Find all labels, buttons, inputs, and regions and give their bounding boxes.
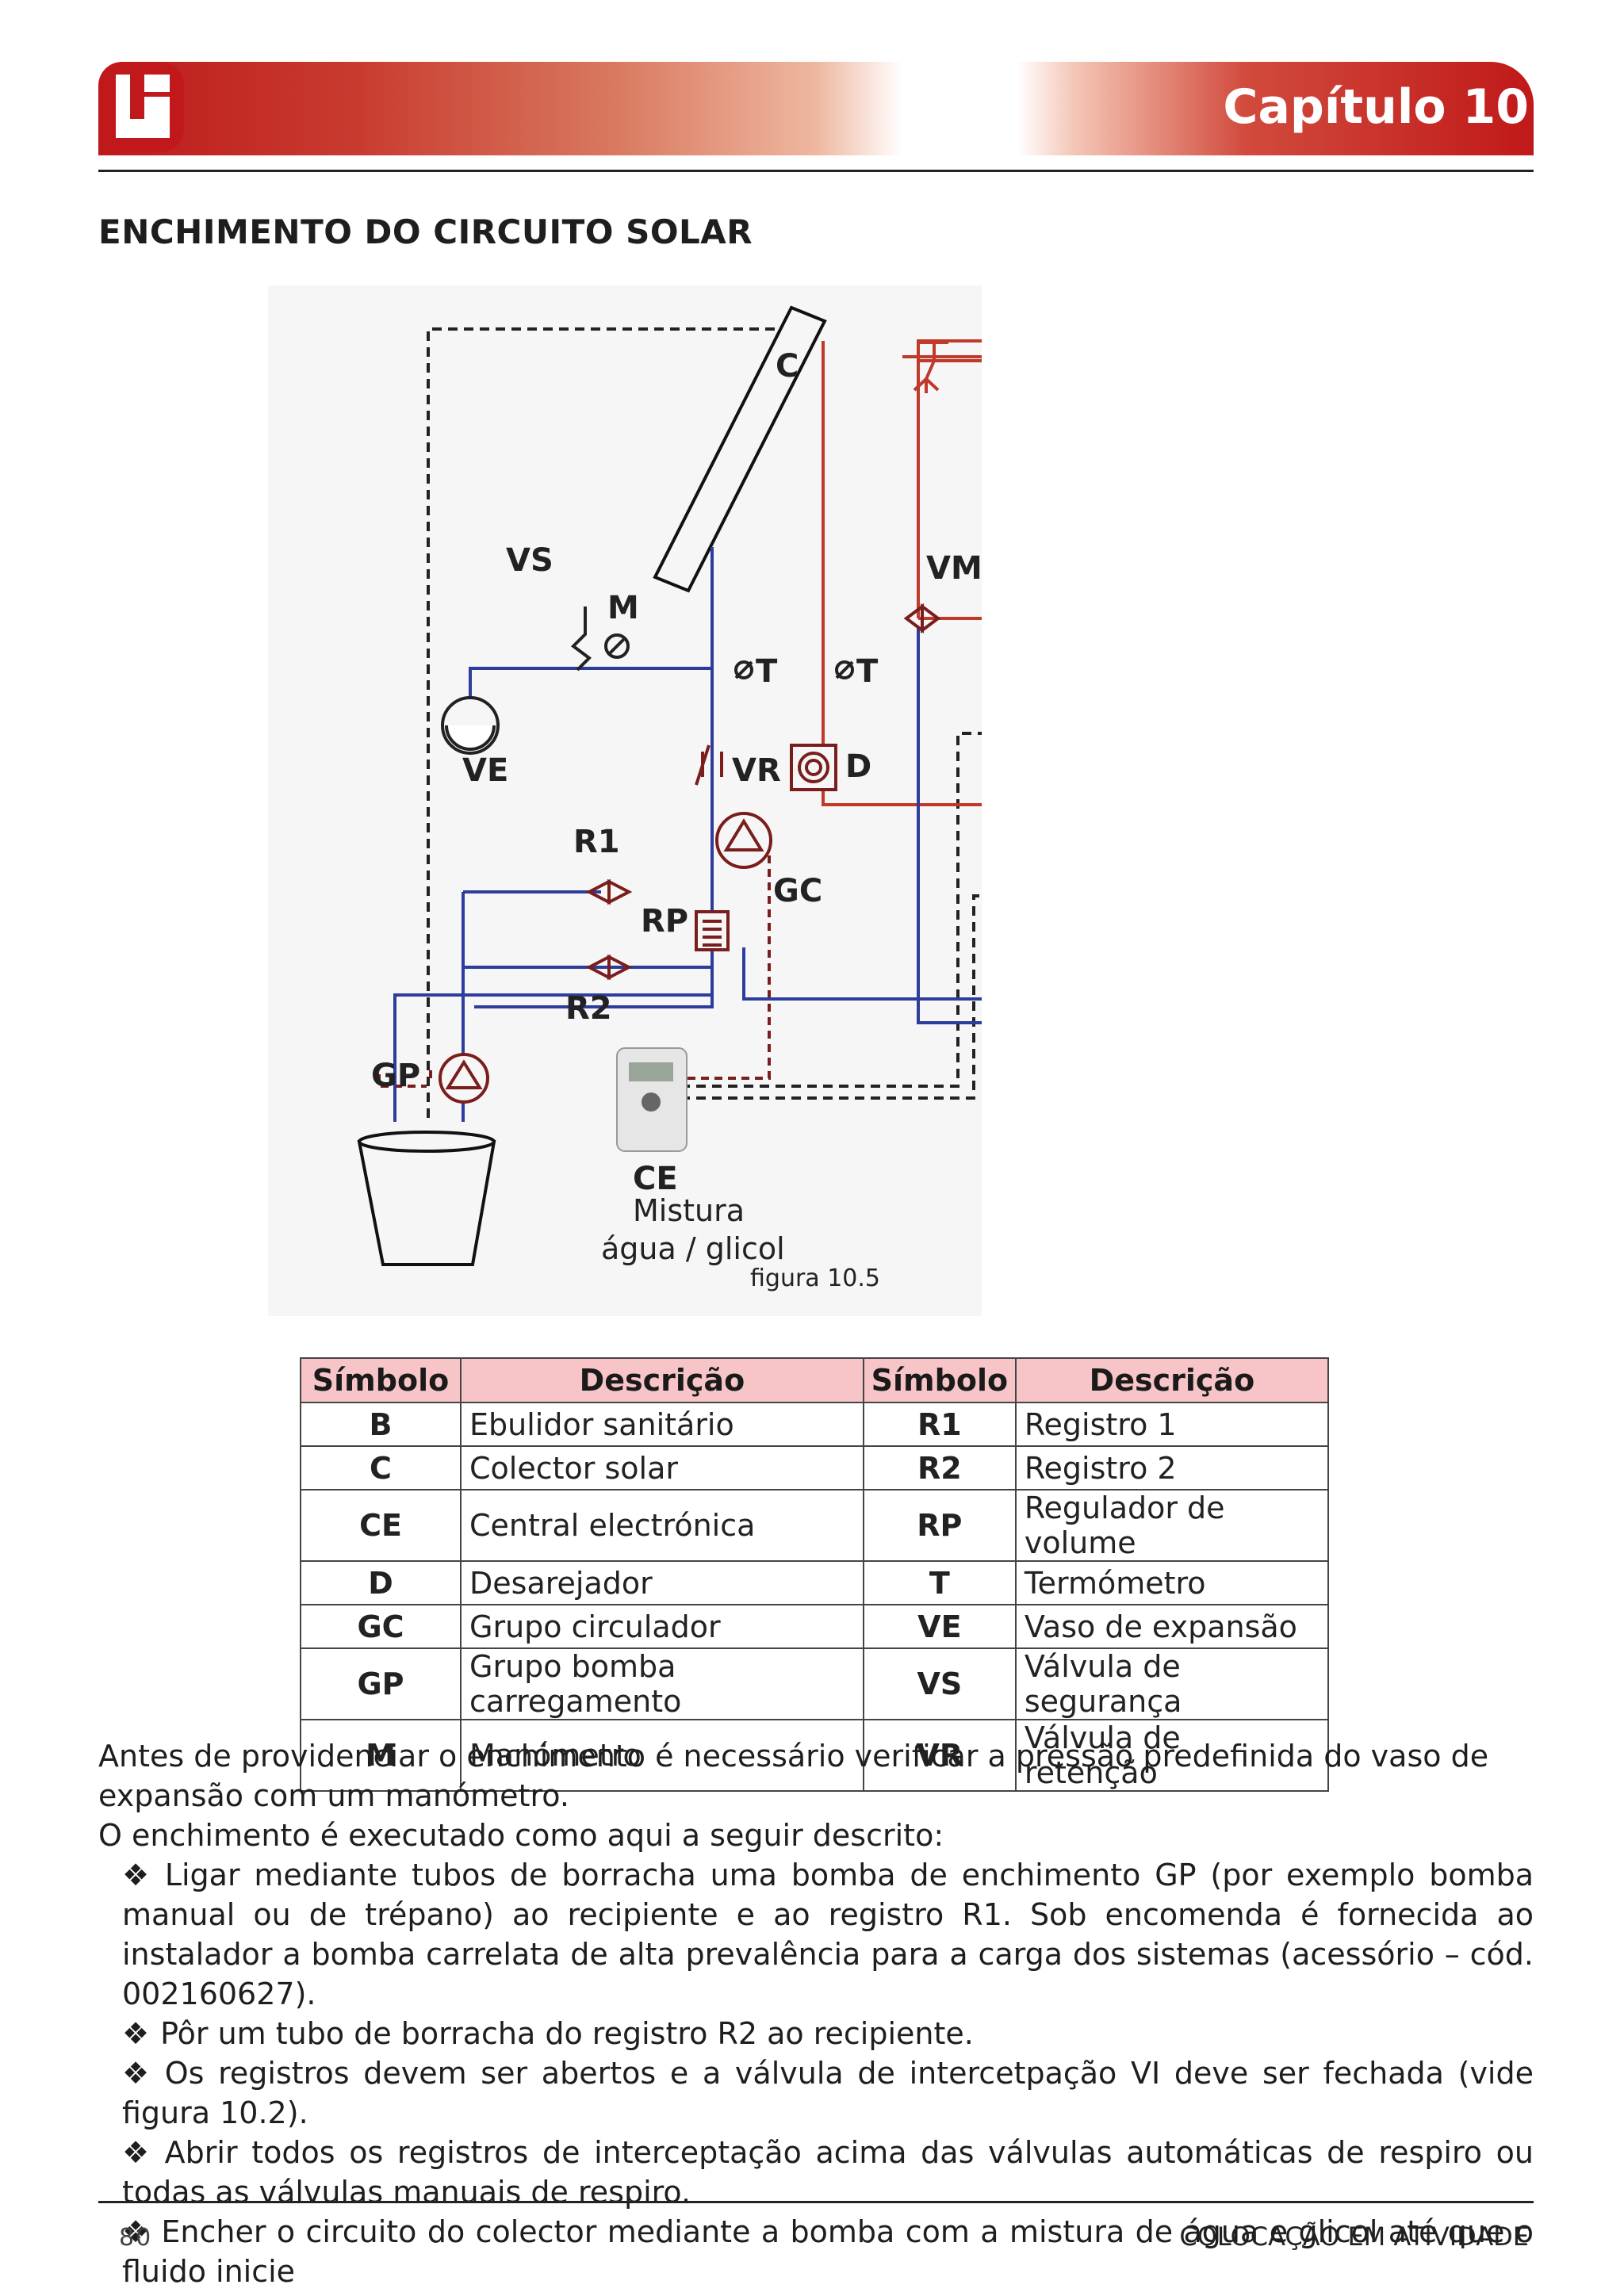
bullet-item: ❖Abrir todos os registros de interceptaç… xyxy=(98,2133,1534,2212)
bullet-item: ❖Os registros devem ser abertos e a válv… xyxy=(98,2053,1534,2133)
symbol-cell: R2 xyxy=(862,1445,1017,1490)
tap-outputs xyxy=(913,341,982,393)
description-cell: Colector solar xyxy=(460,1445,864,1490)
symbol-cell: D xyxy=(300,1560,462,1605)
label-ve: VE xyxy=(462,752,508,789)
bullet-text: Ligar mediante tubos de borracha uma bom… xyxy=(122,1858,1534,2011)
symbol-cell: GP xyxy=(300,1647,462,1720)
label-gc: GC xyxy=(773,873,822,909)
intro-paragraph-2: O enchimento é executado como aqui a seg… xyxy=(98,1818,944,1853)
legend-header-row: Símbolo Descrição Símbolo Descrição xyxy=(300,1357,1330,1403)
symbol-cell: T xyxy=(862,1560,1017,1605)
instructions-text: Antes de providenciar o enchimento é nec… xyxy=(98,1736,1534,2291)
solar-collector xyxy=(653,305,827,593)
mixture-line-1: Mistura xyxy=(633,1193,745,1228)
label-rp: RP xyxy=(641,903,688,939)
mixture-bucket xyxy=(357,1140,496,1266)
header-divider xyxy=(98,170,1534,172)
electronic-controller xyxy=(616,1047,688,1152)
bullet-item: ❖ Pôr um tubo de borracha do registro R2 … xyxy=(98,2014,1534,2053)
symbol-cell: M xyxy=(300,1719,462,1792)
mixture-line-2: água / glicol xyxy=(601,1231,785,1266)
label-vs: VS xyxy=(506,542,553,579)
header-symbol-1: Símbolo xyxy=(300,1357,462,1403)
intro-paragraph-1: Antes de providenciar o enchimento é nec… xyxy=(98,1739,1489,1813)
components xyxy=(439,603,941,1104)
bullet-text: Encher o circuito do colector mediante a… xyxy=(122,2214,1534,2289)
description-cell: Grupo bomba carregamento xyxy=(460,1647,864,1720)
cold-pipes xyxy=(393,547,982,1122)
description-cell: Registro 1 xyxy=(1014,1402,1330,1447)
description-cell: Desarejador xyxy=(460,1560,864,1605)
label-collector: C xyxy=(776,348,799,385)
footer-section-title: COLOCAÇÃO EM ATIVIDADE xyxy=(1179,2221,1529,2252)
description-cell: Ebulidor sanitário xyxy=(460,1402,864,1447)
table-row: CE Central electrónica RP Regulador de v… xyxy=(300,1489,1330,1562)
label-vr: VR xyxy=(732,752,781,789)
bullet-icon: ❖ xyxy=(122,2135,154,2170)
label-vms: VMS xyxy=(926,550,982,587)
footer-divider xyxy=(98,2201,1534,2203)
bullet-icon: ❖ xyxy=(122,2056,154,2091)
description-cell: Registro 2 xyxy=(1014,1445,1330,1490)
description-cell: Válvula de segurança xyxy=(1014,1647,1330,1720)
symbol-cell: VE xyxy=(862,1604,1017,1649)
symbol-cell: GC xyxy=(300,1604,462,1649)
brand-logo xyxy=(98,62,184,152)
label-r1: R1 xyxy=(573,824,620,860)
table-row: D Desarejador T Termómetro xyxy=(300,1560,1330,1605)
label-d: D xyxy=(845,748,871,785)
chapter-title: Capítulo 10 xyxy=(1223,79,1529,135)
bullet-text: Pôr um tubo de borracha do registro R2 a… xyxy=(160,2016,974,2051)
header-symbol-2: Símbolo xyxy=(862,1357,1017,1403)
table-row: C Colector solar R2 Registro 2 xyxy=(300,1445,1330,1490)
description-cell: Grupo circulador xyxy=(460,1604,864,1649)
bullet-icon: ❖ xyxy=(122,2214,151,2249)
header-description-2: Descrição xyxy=(1014,1357,1330,1403)
description-cell: Válvula de retenção xyxy=(1014,1719,1330,1792)
description-cell: Termómetro xyxy=(1014,1560,1330,1605)
description-cell: Vaso de expansão xyxy=(1014,1604,1330,1649)
label-t2: T xyxy=(856,653,879,690)
page-number: 80 xyxy=(119,2224,153,2252)
legend-table: Símbolo Descrição Símbolo Descrição B Eb… xyxy=(300,1357,1330,1792)
description-cell: Manómetro xyxy=(460,1719,864,1792)
figure-caption: figura 10.5 xyxy=(750,1265,880,1292)
symbol-cell: B xyxy=(300,1402,462,1447)
symbol-cell: R1 xyxy=(862,1402,1017,1447)
table-row: B Ebulidor sanitário R1 Registro 1 xyxy=(300,1402,1330,1447)
solar-circuit-diagram: C TS B VS M VMS T T VE VR D R1 GC RP R2 … xyxy=(357,305,982,1292)
symbol-cell: C xyxy=(300,1445,462,1490)
label-gp: GP xyxy=(371,1058,420,1094)
label-r2: R2 xyxy=(565,990,612,1027)
table-row: GC Grupo circulador VE Vaso de expansão xyxy=(300,1604,1330,1649)
chapter-header-band xyxy=(98,62,1534,155)
pump-signal-line xyxy=(649,839,771,1080)
table-row: M Manómetro VR Válvula de retenção xyxy=(300,1719,1330,1792)
symbol-cell: CE xyxy=(300,1489,462,1562)
header-description-1: Descrição xyxy=(460,1357,864,1403)
bullet-text: Abrir todos os registros de interceptaçã… xyxy=(122,2135,1534,2210)
bullet-icon: ❖ xyxy=(122,2016,150,2051)
symbol-cell: VS xyxy=(862,1647,1017,1720)
bullet-item: ❖Encher o circuito do colector mediante … xyxy=(98,2212,1534,2291)
label-m: M xyxy=(607,590,639,626)
section-title: ENCHIMENTO DO CIRCUITO SOLAR xyxy=(98,212,753,251)
symbol-cell: VR xyxy=(862,1719,1017,1792)
description-cell: Regulador de volume xyxy=(1014,1489,1330,1562)
symbol-cell: RP xyxy=(862,1489,1017,1562)
bullet-text: Os registros devem ser abertos e a válvu… xyxy=(122,2056,1534,2130)
description-cell: Central electrónica xyxy=(460,1489,864,1562)
bullet-item: ❖Ligar mediante tubos de borracha uma bo… xyxy=(98,1855,1534,2014)
bullet-icon: ❖ xyxy=(122,1858,154,1892)
table-row: GP Grupo bomba carregamento VS Válvula d… xyxy=(300,1647,1330,1720)
label-t1: T xyxy=(756,653,778,690)
label-ce: CE xyxy=(633,1161,678,1197)
solar-circuit-figure: C TS B VS M VMS T T VE VR D R1 GC RP R2 … xyxy=(268,285,982,1316)
